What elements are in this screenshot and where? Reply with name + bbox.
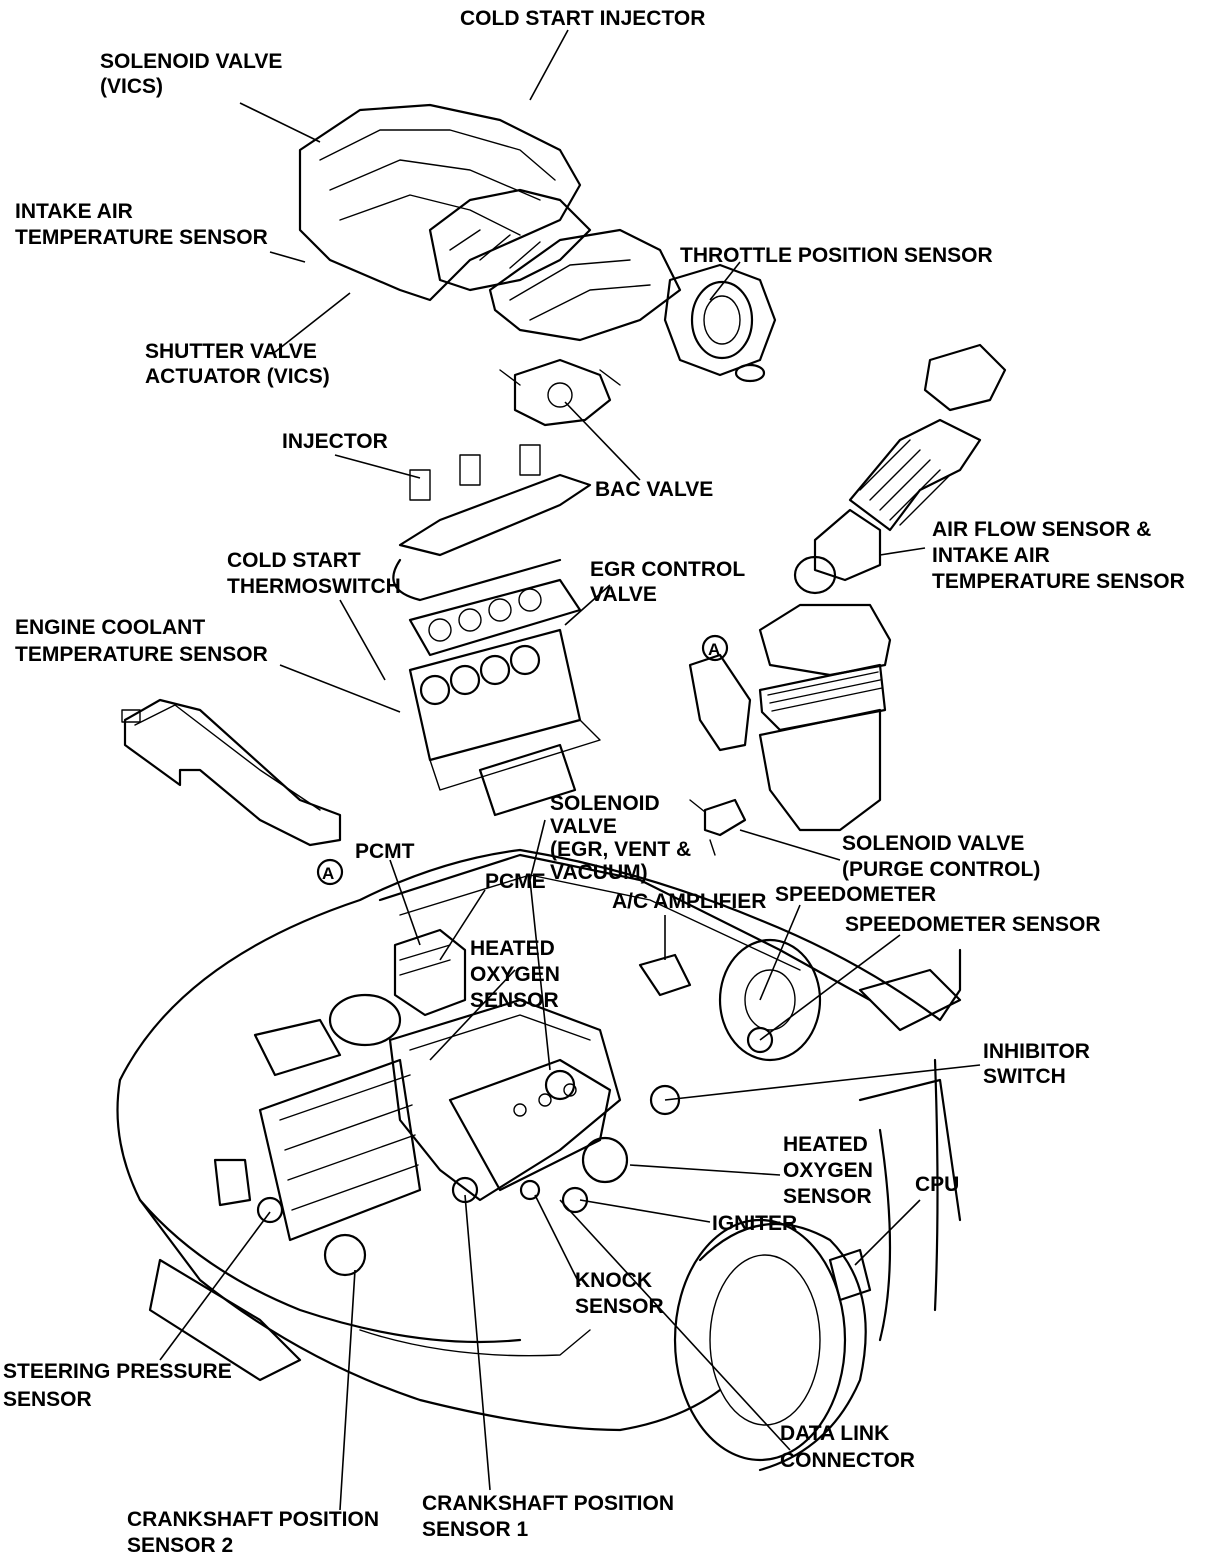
air-cleaner-drawing	[688, 603, 892, 832]
label-crankshaft-position-sensor-1: CRANKSHAFT POSITION SENSOR 1	[422, 1492, 680, 1541]
label-cold-start-injector: COLD START INJECTOR	[460, 7, 705, 30]
label-igniter: IGNITER	[712, 1212, 797, 1235]
label-data-link-connector: DATA LINK CONNECTOR	[780, 1422, 915, 1472]
leader-lines	[159, 29, 981, 1511]
label-crankshaft-position-sensor-2: CRANKSHAFT POSITION SENSOR 2	[127, 1508, 385, 1557]
label-shutter-valve-actuator: SHUTTER VALVE ACTUATOR (VICS)	[145, 340, 330, 388]
label-speedometer-sensor: SPEEDOMETER SENSOR	[845, 913, 1101, 936]
fuel-rail-drawing	[392, 444, 592, 602]
label-engine-coolant-temperature-sensor: ENGINE COOLANT TEMPERATURE SENSOR	[15, 616, 268, 666]
label-knock-sensor: KNOCK SENSOR	[575, 1269, 664, 1318]
label-solenoid-valve-purge: SOLENOID VALVE (PURGE CONTROL)	[842, 832, 1040, 881]
ref-marker-a-left: A	[322, 864, 334, 883]
air-duct-left-drawing	[121, 698, 344, 886]
engine-bay-drawing	[213, 928, 962, 1302]
label-bac-valve: BAC VALVE	[595, 478, 713, 501]
label-ac-amplifier: A/C AMPLIFIER	[612, 890, 766, 913]
throttle-body-drawing	[663, 263, 777, 383]
label-solenoid-valve-egr: SOLENOID VALVE (EGR, VENT & VACUUM)	[550, 792, 697, 884]
label-pcme: PCME	[485, 870, 546, 893]
label-cpu: CPU	[915, 1173, 959, 1196]
bac-valve-drawing	[499, 358, 621, 427]
label-heated-oxygen-sensor-rear: HEATED OXYGEN SENSOR	[783, 1133, 879, 1208]
label-cold-start-thermoswitch: COLD START THERMOSWITCH	[227, 549, 401, 598]
intake-plenum-drawing	[298, 103, 682, 342]
car-body-drawing	[116, 848, 962, 1472]
label-intake-air-temperature-sensor: INTAKE AIR TEMPERATURE SENSOR	[15, 200, 268, 249]
label-speedometer: SPEEDOMETER	[775, 883, 936, 906]
label-heated-oxygen-sensor-front: HEATED OXYGEN SENSOR	[470, 937, 566, 1012]
label-solenoid-valve-vics: SOLENOID VALVE (VICS)	[100, 50, 288, 98]
ref-marker-a-right: A	[708, 640, 720, 659]
label-pcmt: PCMT	[355, 840, 415, 863]
air-hose-drawing	[793, 343, 1007, 595]
label-steering-pressure-sensor: STEERING PRESSURE SENSOR	[3, 1360, 238, 1411]
label-injector: INJECTOR	[282, 430, 388, 453]
purge-solenoid-drawing	[689, 798, 747, 856]
label-air-flow-sensor: AIR FLOW SENSOR & INTAKE AIR TEMPERATURE…	[932, 518, 1185, 593]
lower-intake-drawing	[408, 578, 601, 817]
label-inhibitor-switch: INHIBITOR SWITCH	[983, 1040, 1096, 1088]
component-labels: COLD START INJECTOR SOLENOID VALVE (VICS…	[3, 7, 1185, 1557]
label-egr-control-valve: EGR CONTROL VALVE	[590, 558, 751, 606]
label-throttle-position-sensor: THROTTLE POSITION SENSOR	[680, 244, 993, 267]
